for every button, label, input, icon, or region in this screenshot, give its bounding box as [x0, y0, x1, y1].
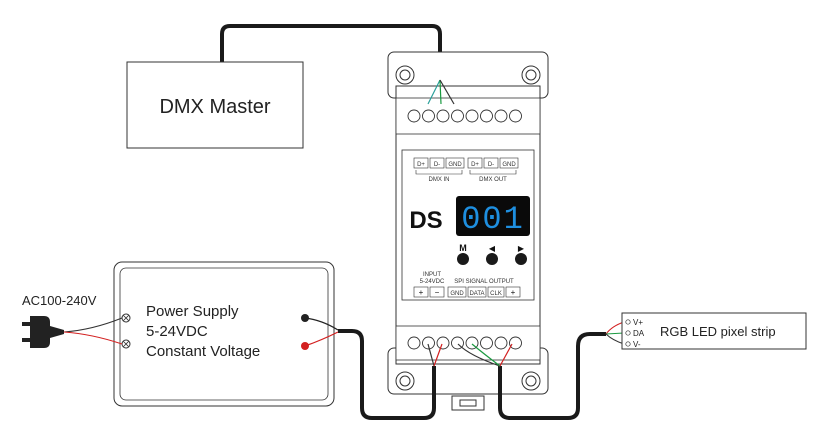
ac-plug-icon: [22, 316, 64, 348]
spi-clk: CLK: [490, 291, 502, 297]
power-supply: Power Supply 5-24VDC Constant Voltage: [113, 261, 335, 407]
m-button[interactable]: [457, 253, 469, 265]
svg-text:V+: V+: [633, 318, 643, 327]
bottom-terminal-screw-6: [480, 336, 493, 350]
left-button[interactable]: [486, 253, 498, 265]
dmx-in-dminus: D-: [434, 162, 440, 168]
input-label: INPUT: [423, 272, 441, 278]
dmx-input-wires: [427, 79, 455, 105]
right-button-label: ▶: [518, 244, 525, 253]
dmx-out-label: DMX OUT: [479, 177, 507, 183]
strip-input-wires: [605, 321, 625, 345]
mount-screw-top-left: [395, 65, 415, 85]
display-digits: 001: [461, 201, 525, 238]
spi-output-label: SPI SIGNAL OUTPUT: [454, 279, 514, 285]
dmx-in-gnd: GND: [448, 162, 462, 168]
top-terminal-screw-3: [436, 109, 450, 123]
bottom-terminal-screw-2: [422, 336, 435, 350]
bottom-terminal-screw-1: [407, 336, 421, 350]
dmx-in-terminal-labels: D+ D- GND DMX IN: [413, 157, 465, 183]
left-button-label: ◀: [489, 244, 496, 253]
m-button-label: M: [459, 243, 467, 253]
top-terminal-screw-4: [451, 109, 464, 123]
dc-output-wires: [304, 317, 339, 347]
input-voltage-label: 5-24VDC: [420, 279, 445, 285]
bottom-terminal-row: [407, 336, 522, 350]
led-strip-label: RGB LED pixel strip: [660, 324, 776, 339]
svg-text:V-: V-: [633, 340, 641, 349]
power-input-wires: [427, 343, 443, 367]
svg-text:DA: DA: [633, 329, 645, 338]
rgb-led-strip: V+ DA V- RGB LED pixel strip: [621, 312, 807, 350]
top-terminal-screw-5: [465, 109, 479, 123]
strip-pin-vplus: V+: [625, 318, 643, 327]
mode-button-group: M ◀ ▶: [457, 243, 527, 265]
top-terminal-row: [407, 109, 522, 123]
dmx-spi-controller: D+ D- GND DMX IN D+ D- GND DMX OUT DS 00…: [387, 51, 549, 411]
power-supply-type: Constant Voltage: [146, 343, 260, 360]
bottom-terminal-screw-7: [494, 336, 508, 350]
bottom-terminal-screw-8: [509, 336, 522, 350]
spi-data: DATA: [469, 291, 484, 297]
spi-plus: +: [511, 288, 516, 297]
right-button[interactable]: [515, 253, 527, 265]
dmx-in-label: DMX IN: [429, 177, 450, 183]
dmx-out-terminal-labels: D+ D- GND DMX OUT: [467, 157, 519, 183]
top-terminal-screw-7: [494, 109, 508, 123]
input-plus: +: [419, 288, 424, 297]
ac-terminal-2: [121, 339, 131, 349]
top-terminal-screw-6: [480, 109, 493, 123]
dmx-input-cable: [220, 24, 442, 80]
ac-input-label: AC100-240V: [22, 293, 97, 308]
top-terminal-screw-8: [509, 109, 522, 123]
dmx-master-box: DMX Master: [126, 61, 304, 149]
spi-gnd: GND: [450, 291, 464, 297]
top-terminal-screw-1: [407, 109, 421, 123]
spi-output-wires: [457, 343, 513, 367]
dmx-out-dplus: D+: [471, 162, 479, 168]
power-supply-title: Power Supply: [146, 303, 239, 320]
mount-screw-bottom-right: [521, 371, 541, 391]
input-minus: −: [435, 288, 440, 297]
brand-logo: DS: [409, 207, 442, 234]
strip-pin-da: DA: [625, 329, 645, 338]
top-terminal-screw-2: [422, 109, 435, 123]
bottom-terminal-screw-3: [436, 336, 450, 350]
power-supply-voltage: 5-24VDC: [146, 323, 208, 340]
spi-output-cable: [498, 332, 606, 420]
strip-pin-vminus: V-: [625, 340, 641, 349]
dmx-out-dminus: D-: [488, 162, 494, 168]
ac-terminal-1: [121, 313, 131, 323]
din-rail-clip: [451, 395, 485, 411]
mount-screw-top-right: [521, 65, 541, 85]
led-display: [456, 196, 530, 236]
dmx-master-label: DMX Master: [159, 96, 270, 118]
spi-output-terminal-labels: SPI SIGNAL OUTPUT GND DATA CLK +: [447, 279, 521, 298]
mount-screw-bottom-left: [395, 371, 415, 391]
ac-wires: [63, 317, 123, 345]
dmx-in-dplus: D+: [417, 162, 425, 168]
power-input-terminal-labels: INPUT 5-24VDC + −: [413, 272, 445, 298]
dc-power-cable: [338, 329, 436, 420]
dmx-out-gnd: GND: [502, 162, 516, 168]
